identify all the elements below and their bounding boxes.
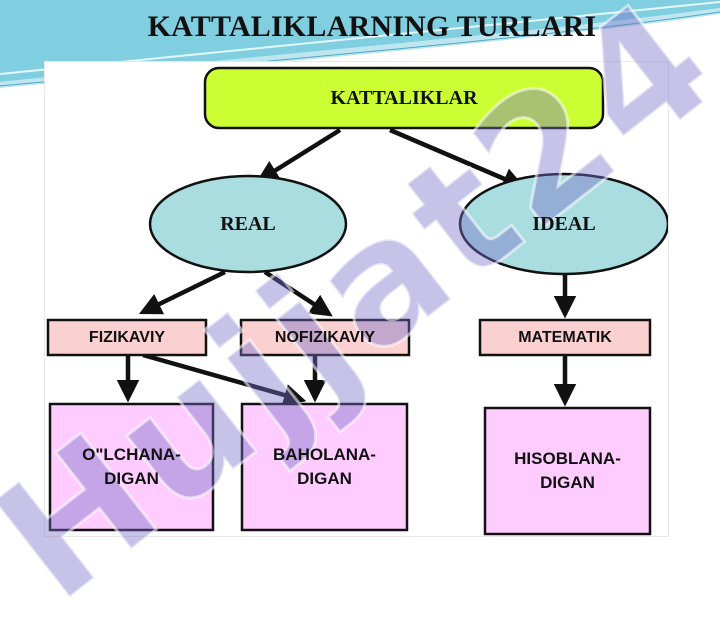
label-baholanadigan-line2: DIGAN	[297, 469, 352, 488]
label-baholanadigan: BAHOLANA- DIGAN	[242, 404, 407, 530]
arrow-root-to-real	[256, 128, 342, 183]
label-olchanadigan-line1: O"LCHANA-	[82, 445, 181, 464]
arrow-fizikaviy-to-baholanadigan	[142, 352, 307, 406]
label-olchanadigan-line2: DIGAN	[104, 469, 159, 488]
node-kattaliklar	[203, 66, 605, 130]
node-olchanadigan	[48, 402, 215, 532]
node-real	[148, 174, 348, 274]
arrow-real-to-fizikaviy	[138, 269, 226, 315]
node-fizikaviy	[46, 318, 208, 357]
node-ideal	[458, 172, 668, 276]
label-nofizikaviy: NOFIZIKAVIY	[274, 328, 376, 346]
label-matematik: MATEMATIK	[518, 328, 612, 346]
label-hisoblanadigan-line2: DIGAN	[540, 473, 595, 492]
label-baholanadigan-line1: BAHOLANA-	[273, 445, 376, 464]
label-real: REAL	[220, 212, 276, 235]
label-fizikaviy: FIZIKAVIY	[88, 328, 166, 346]
label-hisoblanadigan: HISOBLANA- DIGAN	[485, 408, 650, 534]
node-matematik	[478, 318, 652, 357]
node-nofizikaviy	[239, 318, 411, 357]
node-hisoblanadigan	[483, 406, 652, 536]
label-kattaliklar: KATTALIKLAR	[330, 86, 478, 109]
arrow-root-to-ideal	[389, 127, 526, 190]
diagram-canvas	[46, 66, 668, 536]
label-ideal: IDEAL	[532, 212, 596, 235]
label-olchanadigan: O"LCHANA- DIGAN	[50, 404, 213, 530]
slide-title: KATTALIKLARNING TURLARI	[147, 10, 597, 43]
node-baholanadigan	[240, 402, 409, 532]
arrow-real-to-nofizikaviy	[263, 270, 333, 317]
label-hisoblanadigan-line1: HISOBLANA-	[514, 449, 621, 468]
